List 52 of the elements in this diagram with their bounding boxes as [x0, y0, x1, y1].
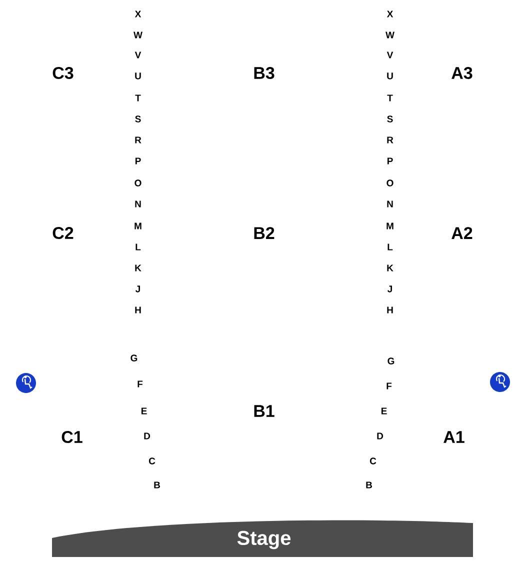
section-label: A1 — [444, 431, 464, 443]
row-letter: C — [148, 458, 156, 464]
section-label: C3 — [52, 66, 74, 80]
row-letter: N — [387, 200, 393, 208]
section-label: A3 — [452, 66, 472, 80]
row-letter: O — [386, 180, 394, 186]
row-letter: B — [154, 482, 160, 488]
row-letter: P — [387, 158, 393, 164]
section-label: B3 — [254, 66, 274, 80]
row-letter: H — [135, 306, 141, 314]
row-letter: D — [144, 432, 150, 440]
row-letter: N — [135, 200, 141, 208]
row-letter: V — [134, 52, 142, 58]
section-label: B1 — [254, 405, 274, 417]
row-letter: C — [370, 458, 376, 464]
row-letter: L — [388, 244, 393, 250]
row-letter: M — [134, 222, 142, 230]
row-letter: T — [387, 94, 393, 102]
stage: Stage — [52, 520, 473, 557]
row-letter: K — [135, 264, 142, 272]
row-letter: F — [386, 382, 392, 390]
section-label: A2 — [452, 227, 472, 239]
row-letter: K — [387, 264, 394, 272]
row-letter: W — [386, 32, 394, 38]
row-letter: F — [138, 380, 143, 388]
row-letter: H — [387, 306, 393, 314]
row-letter: P — [135, 158, 141, 164]
row-letter: J — [388, 286, 392, 292]
row-letter: T — [135, 94, 141, 102]
section-label: B2 — [254, 227, 274, 239]
row-letter: G — [388, 358, 394, 364]
row-letter: M — [386, 222, 394, 230]
row-letter: J — [136, 286, 140, 292]
row-letter: U — [387, 72, 393, 80]
section-label: C2 — [52, 226, 74, 240]
row-letter: U — [135, 72, 141, 80]
row-letter: S — [135, 116, 141, 122]
row-letter: B — [366, 482, 372, 488]
row-letter: R — [387, 136, 394, 144]
row-letter: V — [386, 52, 394, 58]
row-letter: E — [381, 408, 387, 414]
row-letter: X — [134, 10, 142, 18]
section-label: C1 — [62, 430, 82, 444]
row-letter: W — [134, 32, 142, 38]
row-letter: X — [386, 10, 394, 18]
row-letter: E — [141, 408, 147, 414]
row-letter: R — [135, 136, 142, 144]
row-letter: S — [387, 116, 393, 122]
row-letter: D — [377, 432, 384, 440]
row-letter: L — [136, 244, 141, 250]
row-letter: O — [134, 180, 142, 186]
row-letter: G — [130, 354, 138, 362]
